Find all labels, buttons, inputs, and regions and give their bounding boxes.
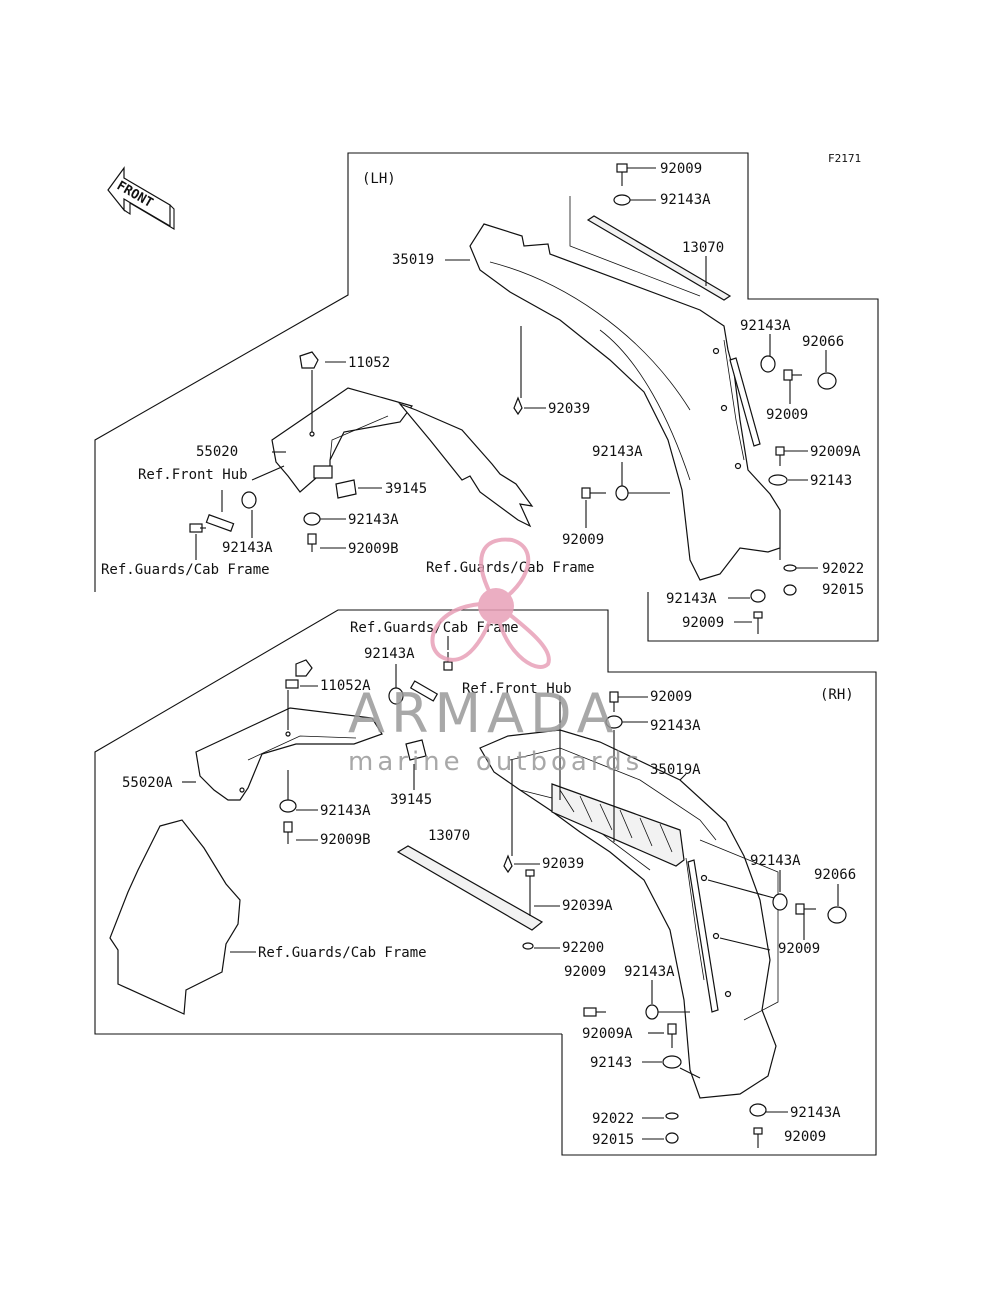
lh-label-92143a-l: 92143A [222,540,273,556]
rh-label-55020a: 55020A [122,775,173,791]
rh-label-92143a-bot: 92143A [790,1105,841,1121]
lh-mudflap-55020 [271,387,414,493]
rh-inner-guard [109,819,241,1015]
lh-strip-13070 [569,196,732,301]
rh-label-92143a-top: 92143A [650,718,701,734]
lh-fender-35019 [469,223,781,581]
rh-label-92066: 92066 [814,867,856,883]
rh-side-label: (RH) [820,687,854,703]
lh-label-92009-mid: 92009 [562,532,604,548]
lh-label-ref-guards-1: Ref.Guards/Cab Frame [101,562,270,578]
rh-label-92009-r: 92009 [778,941,820,957]
rh-label-92009a: 92009A [582,1026,633,1042]
rh-fender-35019a [479,729,779,1099]
watermark-brand: ARMADA [348,682,620,745]
lh-label-92143a-r1: 92143A [740,318,791,334]
rh-label-ref-front-hub: Ref.Front Hub [462,681,572,697]
rh-label-92039a: 92039A [562,898,613,914]
lh-label-92143a-top: 92143A [660,192,711,208]
lh-label-39145: 39145 [385,481,427,497]
lh-label-92009a: 92009A [810,444,861,460]
lh-hardware [513,163,837,634]
rh-label-13070: 13070 [428,828,470,844]
rh-label-92015: 92015 [592,1132,634,1148]
rh-label-92143a-c: 92143A [624,964,675,980]
lh-label-92039: 92039 [548,401,590,417]
lh-frame [94,152,879,642]
rh-leaders [182,636,839,1140]
rh-label-92009-top: 92009 [650,689,692,705]
lh-label-92009-bot: 92009 [682,615,724,631]
front-arrow-icon: FRONT [107,166,175,230]
rh-label-92009-bot: 92009 [784,1129,826,1145]
lh-label-92143a-mid2: 92143A [348,512,399,528]
rh-label-39145: 39145 [390,792,432,808]
rh-small-parts [279,652,847,1148]
lh-label-ref-front-hub: Ref.Front Hub [138,467,248,483]
lh-label-92015: 92015 [822,582,864,598]
rh-label-92143: 92143 [590,1055,632,1071]
rh-label-92200: 92200 [562,940,604,956]
rh-label-92039: 92039 [542,856,584,872]
rh-label-11052a: 11052A [320,678,371,694]
lh-label-13070: 13070 [682,240,724,256]
lh-label-ref-guards-2: Ref.Guards/Cab Frame [426,560,595,576]
rh-label-92009b: 92009B [320,832,371,848]
lh-label-35019: 35019 [392,252,434,268]
watermark: ARMADA marine outboards [348,537,643,777]
lh-label-92009b: 92009B [348,541,399,557]
lh-label-55020: 55020 [196,444,238,460]
rh-frame [94,609,877,1156]
rh-label-35019a: 35019A [650,762,701,778]
lh-label-92022: 92022 [822,561,864,577]
lh-label-11052: 11052 [348,355,390,371]
rh-label-92143a-a: 92143A [364,646,415,662]
lh-side-label: (LH) [362,171,396,187]
rh-side-trim [687,859,719,1013]
rh-label-92143a-b: 92143A [320,803,371,819]
rh-strip-13070 [396,845,544,931]
rh-label-92022: 92022 [592,1111,634,1127]
lh-label-92009-r1: 92009 [766,407,808,423]
lh-label-92143: 92143 [810,473,852,489]
lh-side-trim [729,357,761,447]
lh-label-92066: 92066 [802,334,844,350]
rh-label-ref-guards-bot: Ref.Guards/Cab Frame [258,945,427,961]
lh-label-92143a-bot: 92143A [666,591,717,607]
rh-label-92143a-r: 92143A [750,853,801,869]
watermark-subtitle: marine outboards [348,747,643,777]
lh-leaders [195,167,827,623]
lh-label-92143a-mid: 92143A [592,444,643,460]
figure-code: F2171 [828,152,861,165]
rh-mudflap-55020a [195,707,383,801]
lh-small-parts [189,351,357,552]
lh-inner-guard [398,402,534,528]
propeller-logo-icon [430,537,551,669]
lh-label-92009-top: 92009 [660,161,702,177]
rh-label-92009-l: 92009 [564,964,606,980]
